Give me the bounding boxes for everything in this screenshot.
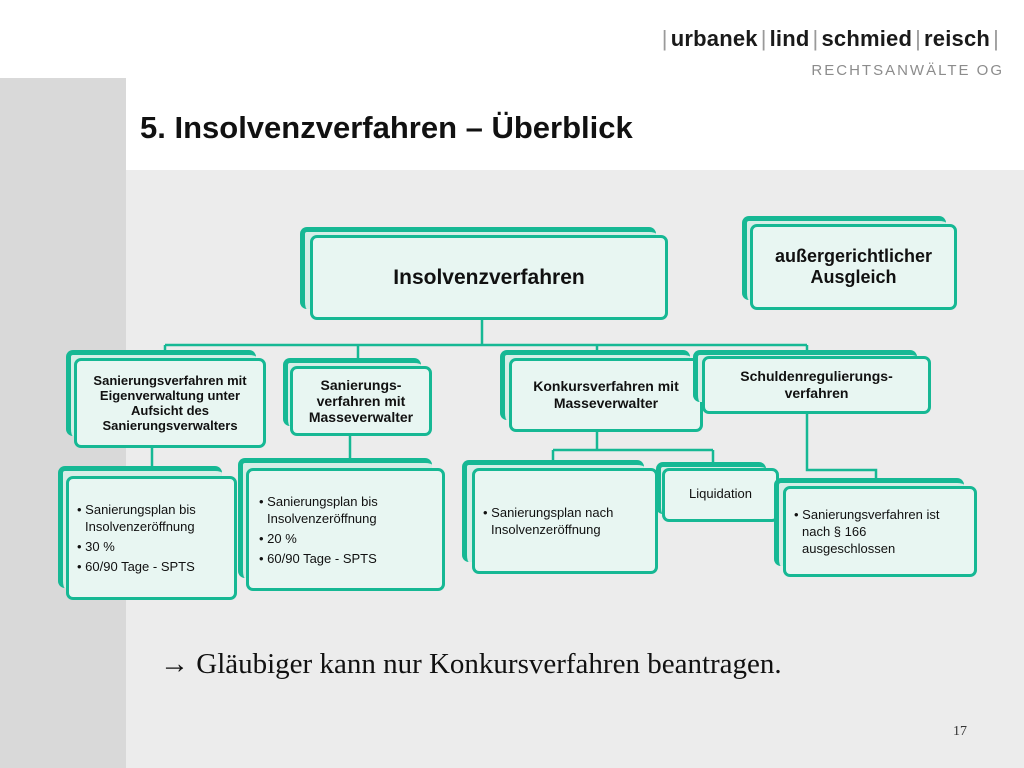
branch-1-box: Sanierungsverfahren mit Eigenverwaltung … (74, 358, 266, 448)
root-box: Insolvenzverfahren (310, 235, 668, 320)
detail-1-item-2: • 30 % (77, 539, 115, 554)
branch-2-label: Sanierungs-verfahren mit Masseverwalter (308, 377, 414, 425)
liquidation-box: Liquidation (662, 468, 779, 522)
branch-3-label: Konkursverfahren mit Masseverwalter (533, 378, 679, 411)
detail-1-item-3: • 60/90 Tage - SPTS (77, 559, 195, 574)
side-box: außergerichtlicher Ausgleich (750, 224, 957, 310)
slide-title: 5. Insolvenzverfahren – Überblick (140, 110, 633, 145)
detail-1-list: • Sanierungsplan bis Insolvenzeröffnung … (75, 501, 234, 575)
connector-b3-split (551, 430, 715, 462)
company-logo: |urbanek|lind|schmied|reisch| (661, 26, 999, 51)
logo-name-4: reisch (924, 26, 991, 51)
branch-3-box: Konkursverfahren mit Masseverwalter (509, 358, 703, 432)
side-box-label: außergerichtlicher Ausgleich (774, 246, 933, 287)
branch-2-box: Sanierungs-verfahren mit Masseverwalter (290, 366, 432, 436)
connector-b4-detail (805, 412, 878, 486)
liquidation-label: Liquidation (689, 485, 752, 501)
detail-3-item-1: • Sanierungsplan nach Insolvenzeröffnung (483, 505, 614, 537)
detail-2-item-3: • 60/90 Tage - SPTS (259, 550, 377, 566)
detail-4-list: • Sanierungsverfahren ist nach § 166 aus… (792, 506, 942, 557)
detail-1-box: • Sanierungsplan bis Insolvenzeröffnung … (66, 476, 237, 600)
detail-4-item-1: • Sanierungsverfahren ist nach § 166 aus… (794, 507, 940, 556)
detail-1-item-1: • Sanierungsplan bis Insolvenzeröffnung (77, 502, 196, 534)
logo-name-2: lind (769, 26, 810, 51)
branch-4-label: Schuldenregulierungs-verfahren (740, 368, 893, 401)
detail-3-box: • Sanierungsplan nach Insolvenzeröffnung (472, 468, 658, 574)
footer-note: → Gläubiger kann nur Konkursverfahren be… (160, 648, 782, 680)
detail-4-box: • Sanierungsverfahren ist nach § 166 aus… (783, 486, 977, 577)
branch-4-box: Schuldenregulierungs-verfahren (702, 356, 931, 414)
detail-2-list: • Sanierungsplan bis Insolvenzeröffnung … (257, 493, 442, 567)
detail-2-item-2: • 20 % (259, 530, 297, 546)
root-label: Insolvenzverfahren (393, 265, 585, 289)
detail-3-list: • Sanierungsplan nach Insolvenzeröffnung (481, 504, 655, 538)
page-number: 17 (953, 724, 967, 739)
branch-1-label: Sanierungsverfahren mit Eigenverwaltung … (93, 373, 247, 433)
logo-name-1: urbanek (670, 26, 758, 51)
detail-2-box: • Sanierungsplan bis Insolvenzeröffnung … (246, 468, 445, 591)
logo-name-3: schmied (821, 26, 913, 51)
logo-subtitle: RECHTSANWÄLTE OG (811, 62, 1004, 79)
detail-2-item-1: • Sanierungsplan bis Insolvenzeröffnung (259, 493, 378, 526)
